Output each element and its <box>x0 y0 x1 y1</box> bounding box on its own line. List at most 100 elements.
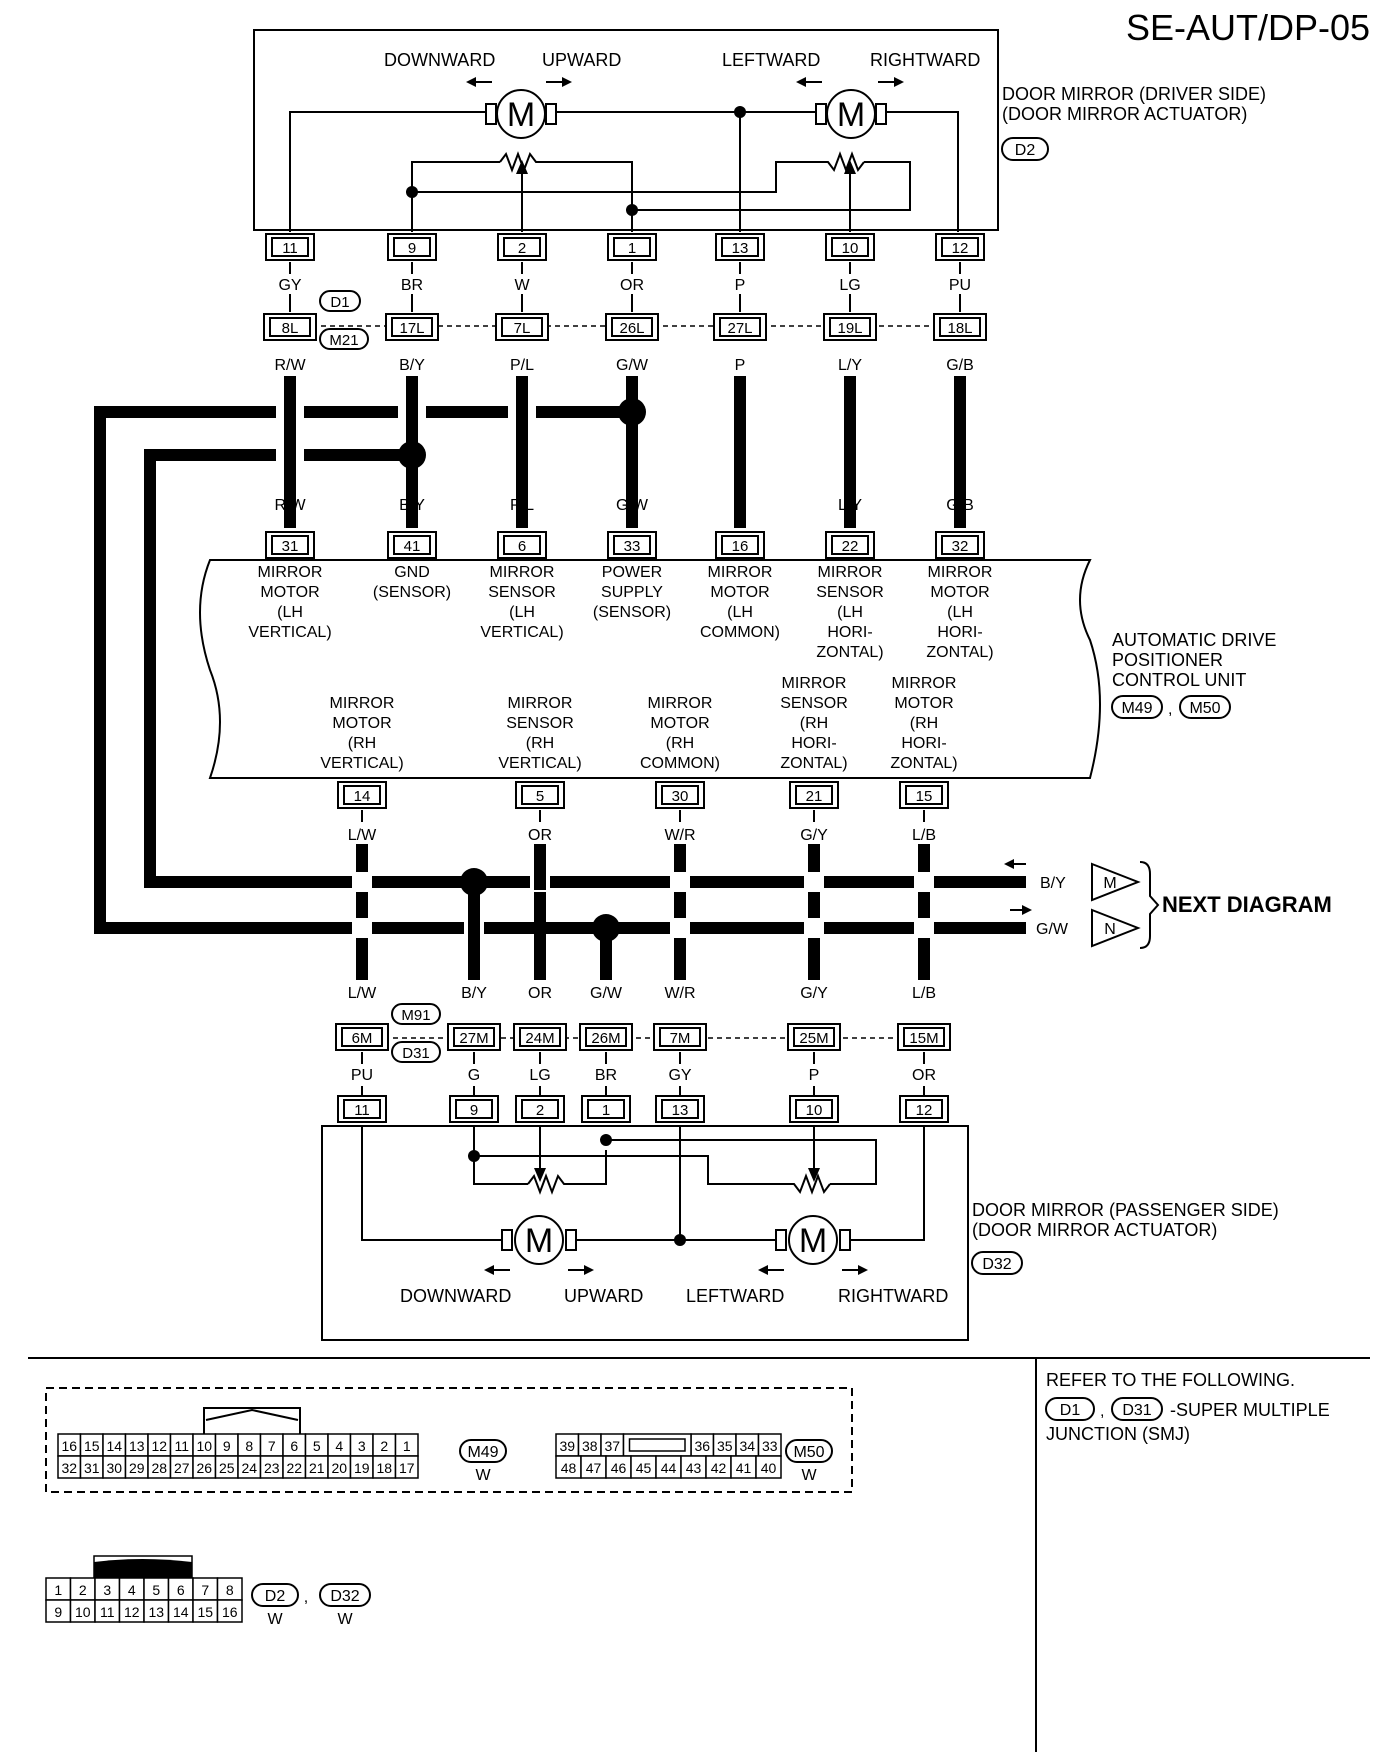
d2-cavity-1: 1 <box>54 1582 62 1598</box>
unit-pin-21: 21 <box>806 788 823 805</box>
unit-bottom-label: HORI- <box>791 735 836 752</box>
m49-cavity-31: 31 <box>84 1460 100 1476</box>
pass-mirror-code-badge <box>971 1251 1023 1275</box>
unit-top-label: SUPPLY <box>601 584 663 601</box>
smj-d31-badge <box>391 1041 441 1063</box>
smj-pin-7M: 7M <box>670 1030 691 1047</box>
unit-bottom-wire-color: L/W <box>348 827 377 844</box>
unit-top-label: HORI- <box>937 624 982 641</box>
smj-pin-18L: 18L <box>947 320 972 337</box>
driver-wire-color: LG <box>839 277 860 294</box>
driver-sensor-wiper-h <box>844 160 856 174</box>
unit-pin-32: 32 <box>952 538 969 555</box>
pass-direction-arrows <box>484 1265 868 1275</box>
m49-cavity-24: 24 <box>241 1460 257 1476</box>
unit-top-label: VERTICAL) <box>480 624 563 641</box>
m50-cavity-39: 39 <box>559 1438 575 1454</box>
unit-top-label: MIRROR <box>928 564 993 581</box>
smj-pin-8L: 8L <box>282 320 299 337</box>
next-diagram-links <box>1004 859 1160 949</box>
m49-cavity-30: 30 <box>106 1460 122 1476</box>
d2-cavity-15: 15 <box>197 1604 213 1620</box>
unit-pin-30: 30 <box>672 788 689 805</box>
m50-cavity-43: 43 <box>686 1460 702 1476</box>
driver-wire-color: OR <box>620 277 644 294</box>
refer-d31-badge <box>1111 1397 1163 1421</box>
pass-mirror-name: DOOR MIRROR (PASSENGER SIDE) <box>972 1200 1279 1220</box>
svg-text:M: M <box>507 96 535 134</box>
pass-dir-left: LEFTWARD <box>686 1286 784 1306</box>
bottom-smj-color-below: P <box>809 1067 820 1084</box>
smj-d1-code: D1 <box>330 294 349 311</box>
smj-pin-27M: 27M <box>459 1030 488 1047</box>
driver-pin-13: 13 <box>732 240 749 257</box>
m50-cavity-47: 47 <box>586 1460 602 1476</box>
m50-cavity-46: 46 <box>611 1460 627 1476</box>
d2-cavity-5: 5 <box>152 1582 160 1598</box>
driver-wire-color: P <box>735 277 746 294</box>
m49-cavity-26: 26 <box>196 1460 212 1476</box>
m49-cavity-5: 5 <box>313 1438 321 1454</box>
unit-bottom-label: SENSOR <box>780 695 848 712</box>
unit-top-label: MIRROR <box>708 564 773 581</box>
smj-pin-19L: 19L <box>837 320 862 337</box>
driver-mirror-code-badge <box>1001 137 1049 161</box>
d2-cavity-9: 9 <box>54 1604 62 1620</box>
refer-line1: REFER TO THE FOLLOWING. <box>1046 1370 1295 1390</box>
d2-cavity-10: 10 <box>75 1604 91 1620</box>
unit-top-label: (LH <box>509 604 535 621</box>
m50-cavity-36: 36 <box>694 1438 710 1454</box>
smj-m91-badge <box>391 1003 441 1025</box>
m50-cavity-44: 44 <box>661 1460 677 1476</box>
m50-color: W <box>801 1467 817 1484</box>
m49-cavity-8: 8 <box>245 1438 253 1454</box>
bottom-smj-color-above: OR <box>528 985 552 1002</box>
smj-d31-code: D31 <box>402 1045 430 1062</box>
bottom-smj-color-above: L/W <box>348 985 377 1002</box>
unit-top-label: MOTOR <box>260 584 319 601</box>
unit-pin-labels: MIRRORMOTOR(LHVERTICAL)GND(SENSOR)MIRROR… <box>248 564 993 772</box>
smj-wire-color: P <box>735 357 746 374</box>
harness-crossing-lines <box>284 398 546 940</box>
m49-cavity-15: 15 <box>84 1438 100 1454</box>
unit-bottom-label: MIRROR <box>330 695 395 712</box>
smj-wire-color: L/Y <box>838 357 862 374</box>
m49-cavity-17: 17 <box>399 1460 415 1476</box>
bottom-smj-color-above: L/B <box>912 985 936 1002</box>
next-tag-m: M <box>1103 875 1116 892</box>
smj-pin-26M: 26M <box>591 1030 620 1047</box>
pass-pin-10: 10 <box>806 1102 823 1119</box>
unit-m50-code: M50 <box>1189 700 1220 717</box>
unit-bottom-label: (RH <box>348 735 376 752</box>
d2-cavity-7: 7 <box>201 1582 209 1598</box>
driver-mirror-box <box>253 29 999 231</box>
unit-bottom-label: MIRROR <box>892 675 957 692</box>
m49-cavity-16: 16 <box>61 1438 77 1454</box>
unit-top-label: MIRROR <box>490 564 555 581</box>
d32-color: W <box>337 1611 353 1628</box>
unit-bottom-label: MOTOR <box>650 715 709 732</box>
m49-cavity-22: 22 <box>286 1460 302 1476</box>
pass-motor-horizontal: M <box>775 1215 851 1265</box>
passenger-internal-wiring <box>361 1126 925 1241</box>
d2-cavity-14: 14 <box>173 1604 189 1620</box>
pass-mirror-sub: (DOOR MIRROR ACTUATOR) <box>972 1220 1217 1240</box>
smj-pin-6M: 6M <box>352 1030 373 1047</box>
smj-wire-color: R/W <box>274 357 306 374</box>
m49-code: M49 <box>467 1444 498 1461</box>
pass-mirror-code: D32 <box>982 1256 1011 1273</box>
m49-cavity-23: 23 <box>264 1460 280 1476</box>
unit-bottom-label: (RH <box>666 735 694 752</box>
smj-d1-badge <box>319 290 361 312</box>
d2-code: D2 <box>265 1588 286 1605</box>
smj-m91-code: M91 <box>401 1007 430 1024</box>
m49-cavity-18: 18 <box>376 1460 392 1476</box>
unit-code-sep: , <box>1168 701 1172 718</box>
unit-bottom-wire-color: G/Y <box>800 827 828 844</box>
d2-cavity-8: 8 <box>226 1582 234 1598</box>
smj-wire-color: G/B <box>946 357 974 374</box>
